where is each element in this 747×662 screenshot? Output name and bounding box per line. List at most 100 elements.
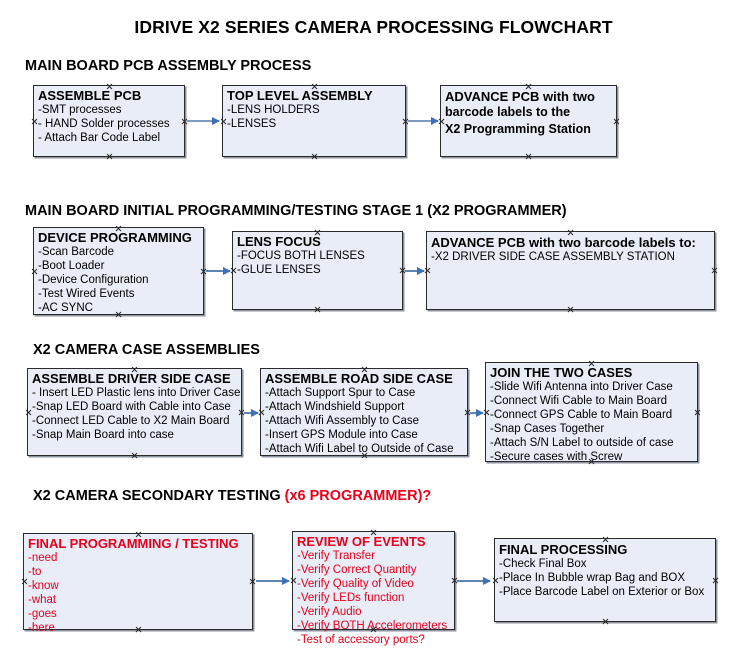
flow-box-title: LENS FOCUS <box>237 234 321 249</box>
connector-handle-left[interactable] <box>290 577 297 584</box>
flow-box-title: JOIN THE TWO CASES <box>490 365 633 380</box>
flow-box-join-the-two-cases[interactable]: JOIN THE TWO CASES -Slide Wifi Antenna i… <box>485 362 698 463</box>
flow-box-line: -what <box>28 594 57 606</box>
connector-handle-bottom[interactable] <box>311 153 318 160</box>
flow-box-line: -Verify Audio <box>297 606 362 618</box>
section-heading-x2-camera-secondary-testing: X2 CAMERA SECONDARY TESTING (x6 PROGRAMM… <box>33 488 431 504</box>
flow-box-lens-focus[interactable]: LENS FOCUS -FOCUS BOTH LENSES -GLUE LENS… <box>232 231 403 310</box>
flow-box-top-level-assembly[interactable]: TOP LEVEL ASSEMBLY -LENS HOLDERS -LENSES <box>222 85 406 157</box>
flow-box-line: -Secure cases with Screw <box>490 451 623 463</box>
flow-box-line: -X2 DRIVER SIDE CASE ASSEMBLY STATION <box>431 251 675 263</box>
section-heading-main-board-pcb-assembly: MAIN BOARD PCB ASSEMBLY PROCESS <box>25 58 311 74</box>
connector-handle-bottom[interactable] <box>314 306 321 313</box>
flow-box-assemble-driver-side-case[interactable]: ASSEMBLE DRIVER SIDE CASE - Insert LED P… <box>27 368 242 456</box>
page-title: IDRIVE X2 SERIES CAMERA PROCESSING FLOWC… <box>134 17 613 37</box>
flow-box-title: DEVICE PROGRAMMING <box>38 230 192 245</box>
flow-box-line: -Verify Transfer <box>297 550 375 562</box>
flow-box-line: -Boot Loader <box>38 260 105 272</box>
flow-box-title: TOP LEVEL ASSEMBLY <box>227 88 373 103</box>
flow-box-final-processing[interactable]: FINAL PROCESSING -Check Final Box -Place… <box>494 538 716 622</box>
flow-box-line: -Connect Wifi Cable to Main Board <box>490 395 668 407</box>
connector-handle-left[interactable] <box>25 409 32 416</box>
connector-handle-left[interactable] <box>31 118 38 125</box>
connector-handle-bottom[interactable] <box>106 153 113 160</box>
flow-box-line: -Attach S/N Label to outside of case <box>490 437 674 449</box>
connector-handle-left[interactable] <box>21 578 28 585</box>
flow-box-assemble-road-side-case[interactable]: ASSEMBLE ROAD SIDE CASE -Attach Support … <box>260 368 468 456</box>
flow-box-assemble-pcb[interactable]: ASSEMBLE PCB -SMT processes - HAND Solde… <box>33 85 185 157</box>
section-heading-text: X2 CAMERA CASE ASSEMBLIES <box>33 342 260 358</box>
connector-handle-left[interactable] <box>492 577 499 584</box>
connector-handle-bottom[interactable] <box>131 452 138 459</box>
flow-box-line: -Slide Wifi Antenna into Driver Case <box>490 381 673 393</box>
flow-box-line: -AC SYNC <box>38 302 93 314</box>
connector-handle-bottom[interactable] <box>525 153 532 160</box>
flow-box-line: -Insert GPS Module into Case <box>265 429 418 441</box>
flow-box-line: -Connect GPS Cable to Main Board <box>490 409 673 421</box>
arrow-final-programming-to-review-of-events <box>256 577 290 584</box>
flow-box-review-of-events[interactable]: REVIEW OF EVENTS -Verify Transfer -Verif… <box>290 531 455 646</box>
flow-box-title: FINAL PROCESSING <box>499 542 628 557</box>
flow-box-line: -Connect LED Cable to X2 Main Board <box>32 415 230 427</box>
flow-box-line: X2 Programming Station <box>445 122 591 136</box>
flow-box-line: -Attach Wifi Assembly to Case <box>265 415 420 427</box>
section-heading-accent: (x6 PROGRAMMER)? <box>284 488 432 504</box>
flow-box-line: -Verify Correct Quantity <box>297 564 417 576</box>
flow-box-line: -SMT processes <box>38 104 122 116</box>
flow-box-line: -Verify BOTH Accelerometers <box>297 620 448 632</box>
flow-box-title: FINAL PROGRAMMING / TESTING <box>28 536 239 551</box>
flow-box-title: ASSEMBLE PCB <box>38 88 142 103</box>
flow-box-line: -Snap Main Board into case <box>32 429 174 441</box>
arrow-lens-focus-to-advance-pcb <box>405 267 425 274</box>
flow-box-line: -Test Wired Events <box>38 288 135 300</box>
flow-box-line: -Attach Wifi Label to Outside of Case <box>265 443 454 455</box>
flow-box-title: ASSEMBLE ROAD SIDE CASE <box>265 371 453 386</box>
flow-box-line: barcode labels to the <box>445 105 571 119</box>
flow-box-line: -Place In Bubble wrap Bag and BOX <box>499 572 686 584</box>
section-heading-main-board-initial-programming: MAIN BOARD INITIAL PROGRAMMING/TESTING S… <box>25 203 567 219</box>
flow-box-line: -Scan Barcode <box>38 246 115 258</box>
connector-handle-left[interactable] <box>31 268 38 275</box>
flow-box-device-programming[interactable]: DEVICE PROGRAMMING -Scan Barcode -Boot L… <box>33 227 204 315</box>
flow-box-line: -know <box>28 580 59 592</box>
flow-box-title: ADVANCE PCB with two barcode labels to: <box>431 235 696 250</box>
connector-handle-bottom[interactable] <box>567 306 574 313</box>
arrow-review-of-events-to-final-processing <box>457 577 491 584</box>
flow-box-line: -Verify Quality of Video <box>297 578 414 590</box>
flow-box-line: -need <box>28 552 58 564</box>
flow-box-line: -goes <box>28 608 57 620</box>
flow-box-line: -Check Final Box <box>499 558 587 570</box>
section-heading-text: MAIN BOARD INITIAL PROGRAMMING/TESTING S… <box>25 203 567 219</box>
flow-box-line: -Snap Cases Together <box>490 423 605 435</box>
arrow-assemble-pcb-to-top-level-assembly <box>187 116 220 125</box>
arrow-device-programming-to-lens-focus <box>206 267 231 274</box>
flow-box-advance-pcb-to-x2-programming-station[interactable]: ADVANCE PCB with two barcode labels to t… <box>440 85 617 157</box>
flow-box-line: -to <box>28 566 42 578</box>
flow-box-line: - HAND Solder processes <box>38 118 170 130</box>
flow-box-line: -Device Configuration <box>38 274 149 286</box>
connector-handle-left[interactable] <box>220 118 227 125</box>
flow-box-line: -Attach Support Spur to Case <box>265 387 416 399</box>
connector-handle-right[interactable] <box>711 267 718 274</box>
flow-box-line: -Snap LED Board with Cable into Case <box>32 401 231 413</box>
flow-box-line: -Attach Windshield Support <box>265 401 405 413</box>
flow-box-title: ASSEMBLE DRIVER SIDE CASE <box>32 371 231 386</box>
flow-box-title: ADVANCE PCB with two <box>445 89 595 104</box>
flow-box-line: -here <box>28 622 55 634</box>
flow-box-title: REVIEW OF EVENTS <box>297 534 426 549</box>
flow-box-line: -Place Barcode Label on Exterior or Box <box>499 586 705 598</box>
flow-box-line: -LENS HOLDERS <box>227 104 320 116</box>
flow-box-advance-pcb-to-driver-side-case[interactable]: ADVANCE PCB with two barcode labels to: … <box>426 231 715 310</box>
section-heading-text: MAIN BOARD PCB ASSEMBLY PROCESS <box>25 58 312 74</box>
section-heading-x2-camera-case-assemblies: X2 CAMERA CASE ASSEMBLIES <box>33 342 260 358</box>
arrow-road-side-to-join-cases <box>470 409 484 416</box>
flow-box-line: - Attach Bar Code Label <box>38 132 161 144</box>
flow-box-line: -FOCUS BOTH LENSES <box>237 250 365 262</box>
flow-box-line: -LENSES <box>227 118 277 130</box>
connector-handle-bottom[interactable] <box>602 618 609 625</box>
flow-box-line: - Insert LED Plastic lens into Driver Ca… <box>32 387 241 399</box>
flow-box-line: -Verify LEDs function <box>297 592 405 604</box>
arrow-top-level-assembly-to-advance-pcb <box>408 116 439 125</box>
flow-box-final-programming-testing[interactable]: FINAL PROGRAMMING / TESTING -need -to -k… <box>21 533 253 634</box>
